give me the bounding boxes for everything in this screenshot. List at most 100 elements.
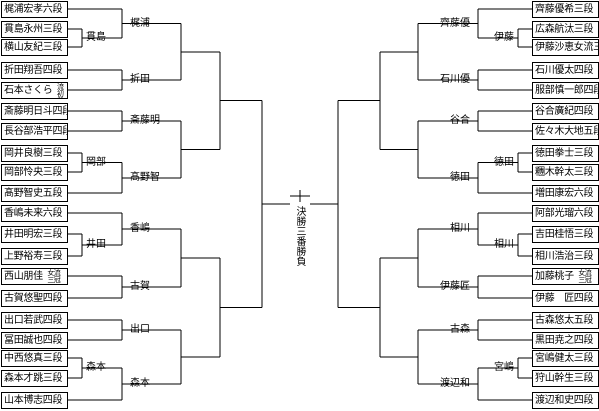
round1-winner-label: 相川 — [494, 239, 514, 250]
round2-winner-label: 伊藤匠 — [440, 281, 470, 292]
player-box: 糰木幹太三段 — [532, 164, 599, 181]
round2-winner-label: 古森 — [450, 324, 470, 335]
player-name: 伊藤沙恵女流三段 — [535, 42, 598, 53]
player-name: 吉田桂悟三段 — [535, 229, 594, 240]
player-name: 渡辺和史四段 — [535, 395, 594, 406]
player-box: 狩山幹生三段 — [532, 370, 599, 387]
player-box: 冨田誠也四段 — [1, 332, 68, 349]
player-box: 石本さくら女流初段 — [1, 82, 68, 99]
player-name: 冨田誠也四段 — [4, 335, 63, 346]
player-box: 横山友紀三段 — [1, 39, 68, 56]
player-name: 香嶋未来六段 — [4, 208, 63, 219]
round2-winner-label: 梶浦 — [130, 17, 150, 29]
player-name: 阿部光瑠六段 — [535, 208, 594, 219]
player-box: 阿部光瑠六段 — [532, 205, 599, 222]
player-name: 梶浦宏孝六段 — [4, 4, 63, 15]
player-box: 谷合廣紀四段 — [532, 103, 599, 120]
round2-winner-label: 香嶋 — [130, 223, 150, 234]
player-name: 古森悠太五段 — [535, 315, 594, 326]
player-box: 吉田桂悟三段 — [532, 226, 599, 243]
player-name: 伊藤 匠四段 — [535, 293, 594, 304]
round2-winner-label: 森本 — [130, 378, 150, 389]
player-box: 岡井良樹三段 — [1, 145, 68, 162]
player-box: 井田明宏三段 — [1, 226, 68, 243]
player-box: 西山朋佳女流三冠 — [1, 268, 68, 285]
round2-winner-label: 古賀 — [130, 281, 150, 292]
round1-winner-label: 宮嶋 — [494, 362, 514, 373]
player-box: 増田康宏六段 — [532, 185, 599, 202]
player-box: 森本才跳三段 — [1, 370, 68, 387]
player-name: 長谷部浩平四段 — [4, 126, 68, 137]
player-box: 齊藤優希三段 — [532, 1, 599, 18]
player-name: 徳田拳士三段 — [535, 148, 594, 159]
player-box: 宮嶋健太三段 — [532, 350, 599, 367]
player-box: 石川優太四段 — [532, 62, 599, 79]
player-box: 相川浩治三段 — [532, 248, 599, 265]
round1-winner-label: 伊藤 — [494, 32, 514, 43]
player-title-note: 女流三冠 — [578, 268, 592, 284]
player-box: 伊藤 匠四段 — [532, 290, 599, 307]
player-box: 渡辺和史四段 — [532, 392, 599, 409]
player-name: 広森航汰三段 — [535, 24, 594, 35]
round2-winner-label: 渡辺和 — [440, 378, 470, 389]
player-box: 岡部怜央三段 — [1, 164, 68, 181]
player-name: 服部慎一郎四段 — [535, 85, 599, 96]
player-name: 井田明宏三段 — [4, 229, 63, 240]
player-name: 加藤桃子 — [535, 271, 574, 282]
player-name: 中西悠真三段 — [4, 353, 63, 364]
player-box: 山本博志四段 — [1, 392, 68, 409]
round1-winner-label: 森本 — [86, 362, 106, 373]
round1-winner-label: 岡部 — [86, 156, 106, 168]
player-name: 齊藤優希三段 — [535, 4, 594, 15]
player-box: 徳田拳士三段 — [532, 145, 599, 162]
round2-winner-label: 石川優 — [440, 74, 470, 85]
round2-winner-label: 出口 — [130, 324, 150, 335]
player-name: 折田翔吾四段 — [4, 65, 63, 76]
round2-winner-label: 齊藤優 — [440, 17, 470, 29]
player-box: 髙野智史五段 — [1, 185, 68, 202]
player-box: 佐々木大地五段 — [532, 123, 599, 140]
round2-winner-label: 谷合 — [450, 115, 470, 126]
player-box: 長谷部浩平四段 — [1, 123, 68, 140]
round2-winner-label: 相川 — [450, 223, 470, 234]
player-name: 横山友紀三段 — [4, 42, 63, 53]
player-name: 糰木幹太三段 — [535, 167, 594, 178]
player-name: 谷合廣紀四段 — [535, 106, 594, 117]
player-name: 宮嶋健太三段 — [535, 353, 594, 364]
player-box: 中西悠真三段 — [1, 350, 68, 367]
player-box: 上野裕寿三段 — [1, 248, 68, 265]
player-box: 伊藤沙恵女流三段 — [532, 39, 599, 56]
player-name: 髙野智史五段 — [4, 188, 63, 199]
round2-winner-label: 髙野智 — [130, 171, 160, 183]
player-name: 貫島永州三段 — [4, 24, 63, 35]
player-box: 出口若武四段 — [1, 312, 68, 329]
player-name: 岡部怜央三段 — [4, 167, 63, 178]
player-name: 黒田尭之四段 — [535, 335, 594, 346]
player-name: 山本博志四段 — [4, 395, 63, 406]
player-box: 古賀悠聖四段 — [1, 290, 68, 307]
player-box: 貫島永州三段 — [1, 21, 68, 38]
player-name: 相川浩治三段 — [535, 251, 594, 262]
player-box: 折田翔吾四段 — [1, 62, 68, 79]
player-name: 出口若武四段 — [4, 315, 63, 326]
player-name: 増田康宏六段 — [535, 188, 594, 199]
player-name: 佐々木大地五段 — [535, 126, 599, 137]
player-name: 上野裕寿三段 — [4, 251, 63, 262]
round2-winner-label: 斎藤明 — [130, 115, 160, 126]
player-box: 香嶋未来六段 — [1, 205, 68, 222]
player-box: 服部慎一郎四段 — [532, 82, 599, 99]
round1-winner-label: 徳田 — [494, 156, 514, 168]
player-box: 加藤桃子女流三冠 — [532, 268, 599, 285]
player-name: 森本才跳三段 — [4, 373, 63, 384]
round2-winner-label: 徳田 — [450, 171, 470, 183]
final-match-label: 決勝三番勝負 — [294, 206, 305, 266]
player-name: 岡井良樹三段 — [4, 148, 63, 159]
player-name: 石本さくら — [4, 85, 53, 96]
round1-winner-label: 井田 — [86, 239, 106, 250]
player-box: 梶浦宏孝六段 — [1, 1, 68, 18]
player-box: 広森航汰三段 — [532, 21, 599, 38]
player-name: 西山朋佳 — [4, 271, 43, 282]
player-name: 狩山幹生三段 — [535, 373, 594, 384]
player-name: 古賀悠聖四段 — [4, 293, 63, 304]
